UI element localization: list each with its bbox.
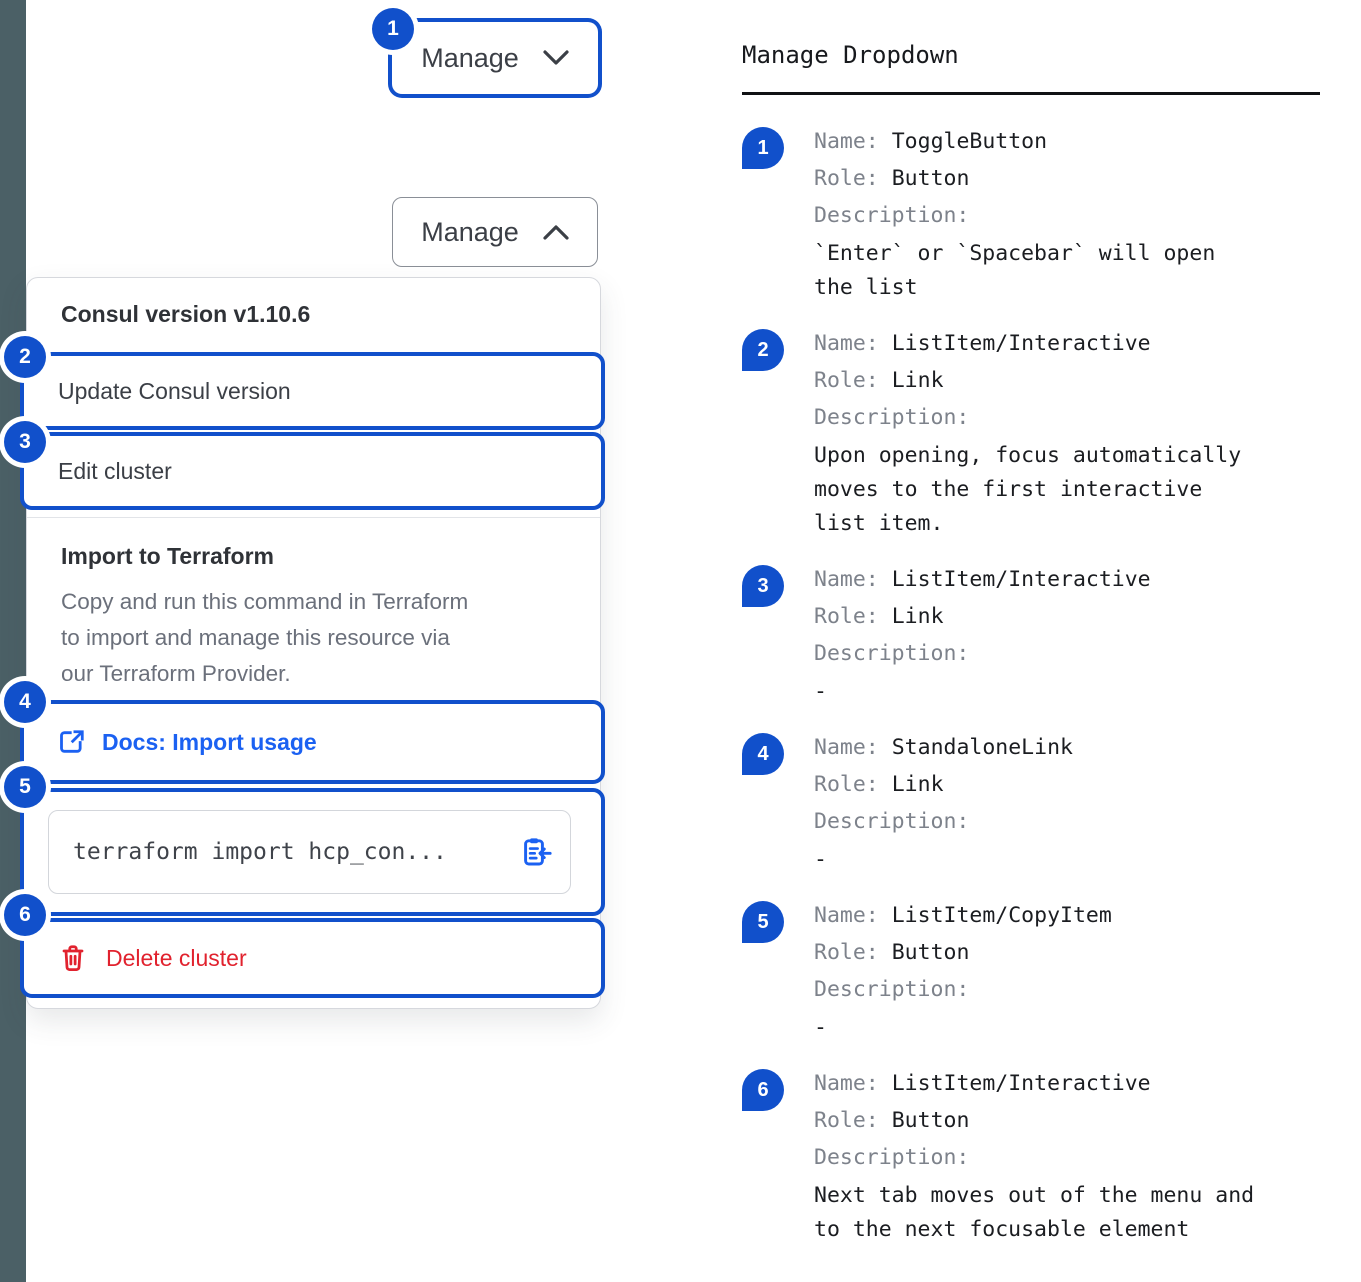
name-value: ListItem/Interactive (891, 567, 1151, 592)
name-value: StandaloneLink (891, 735, 1073, 760)
role-label: Role: (814, 940, 879, 965)
description-value: - (814, 679, 827, 704)
spec-item-5: 5 Name: ListItem/CopyItem Role: Button Des… (742, 897, 1320, 1045)
spec-column: Manage Dropdown 1 Name: ToggleButton Role… (742, 40, 1320, 1247)
manage-toggle-label: Manage (421, 42, 519, 73)
manage-toggle-button-collapsed[interactable]: Manage (392, 22, 598, 94)
role-label: Role: (814, 1108, 879, 1133)
role-label: Role: (814, 166, 879, 191)
role-value: Button (891, 1108, 970, 1133)
manage-dropdown-panel: Consul version v1.10.6 Update Consul ver… (20, 277, 605, 1009)
spec-item-2: 2 Name: ListItem/Interactive Role: Link De… (742, 325, 1320, 541)
menu-item-update-consul-version[interactable]: Update Consul version (58, 377, 291, 404)
role-value: Link (891, 368, 944, 393)
docs-import-usage-link[interactable]: Docs: Import usage (24, 704, 601, 780)
spec-title: Manage Dropdown (742, 41, 959, 69)
external-link-icon (60, 730, 84, 753)
annotation-outline-docs-link: Docs: Import usage (20, 700, 605, 784)
spec-badge-5: 5 (742, 901, 784, 943)
annotation-outline-update: Update Consul version (20, 352, 605, 430)
annotation-badge-5: 5 (4, 766, 46, 808)
role-label: Role: (814, 604, 879, 629)
role-value: Link (891, 772, 944, 797)
description-value: - (814, 847, 827, 872)
description-label: Description: (814, 809, 970, 834)
terraform-command-field[interactable]: terraform import hcp_con... (48, 810, 571, 894)
name-value: ListItem/Interactive (891, 331, 1151, 356)
description-value: Upon opening, focus automatically moves … (814, 443, 1242, 536)
description-label: Description: (814, 405, 970, 430)
consul-version-label: Consul version v1.10.6 (61, 301, 311, 327)
spec-badge-1: 1 (742, 127, 784, 169)
name-label: Name: (814, 903, 879, 928)
role-value: Link (891, 604, 944, 629)
import-section-title: Import to Terraform (61, 543, 274, 569)
name-label: Name: (814, 129, 879, 154)
annotation-outline-copy-command: terraform import hcp_con... (20, 788, 605, 916)
spec-item-1: 1 Name: ToggleButton Role: Button Descript… (742, 123, 1320, 305)
name-value: ToggleButton (891, 129, 1048, 154)
menu-item-edit-cluster[interactable]: Edit cluster (58, 457, 172, 484)
name-label: Name: (814, 735, 879, 760)
annotation-badge-3: 3 (4, 421, 46, 463)
annotation-outline-delete: Delete cluster (20, 918, 605, 998)
role-value: Button (891, 940, 970, 965)
docs-link-label: Docs: Import usage (102, 728, 317, 755)
delete-cluster-label: Delete cluster (106, 944, 247, 971)
menu-item-delete-cluster[interactable]: Delete cluster (24, 922, 601, 994)
menu-divider (27, 517, 600, 518)
manage-toggle-label: Manage (421, 216, 519, 247)
trash-icon (62, 945, 84, 972)
role-label: Role: (814, 368, 879, 393)
manage-toggle-button-expanded[interactable]: Manage (392, 197, 598, 267)
description-value: - (814, 1015, 827, 1040)
spec-item-4: 4 Name: StandaloneLink Role: Link Descript… (742, 729, 1320, 877)
name-label: Name: (814, 1071, 879, 1096)
copy-command-wrap: terraform import hcp_con... (24, 792, 601, 912)
spec-badge-4: 4 (742, 733, 784, 775)
copy-to-clipboard-icon[interactable] (520, 836, 552, 868)
spec-badge-6: 6 (742, 1069, 784, 1111)
import-to-terraform-section: Import to Terraform Copy and run this co… (27, 542, 600, 692)
annotation-outline-edit: Edit cluster (20, 432, 605, 510)
annotation-badge-6: 6 (4, 894, 46, 936)
annotation-badge-4: 4 (4, 681, 46, 723)
description-value: `Enter` or `Spacebar` will open the list (814, 241, 1216, 300)
chevron-down-icon (543, 50, 569, 65)
annotation-badge-1: 1 (372, 8, 414, 50)
description-label: Description: (814, 203, 970, 228)
description-label: Description: (814, 977, 970, 1002)
spec-item-3: 3 Name: ListItem/Interactive Role: Link De… (742, 561, 1320, 709)
name-label: Name: (814, 331, 879, 356)
spec-badge-2: 2 (742, 329, 784, 371)
description-label: Description: (814, 641, 970, 666)
spec-badge-3: 3 (742, 565, 784, 607)
name-label: Name: (814, 567, 879, 592)
name-value: ListItem/CopyItem (891, 903, 1112, 928)
spec-title-rule (742, 92, 1320, 95)
annotation-badge-2: 2 (4, 336, 46, 378)
role-value: Button (891, 166, 970, 191)
chevron-up-icon (543, 225, 569, 240)
name-value: ListItem/Interactive (891, 1071, 1151, 1096)
role-label: Role: (814, 772, 879, 797)
description-value: Next tab moves out of the menu and to th… (814, 1183, 1255, 1242)
description-label: Description: (814, 1145, 970, 1170)
import-section-description: Copy and run this command in Terraform t… (61, 589, 469, 686)
terraform-command-text: terraform import hcp_con... (73, 839, 447, 865)
spec-item-6: 6 Name:ListItem/Interactive Role:Button … (742, 1065, 1320, 1247)
spec-item-list: 1 Name: ToggleButton Role: Button Descript… (742, 123, 1320, 1247)
left-rail (0, 0, 26, 1282)
